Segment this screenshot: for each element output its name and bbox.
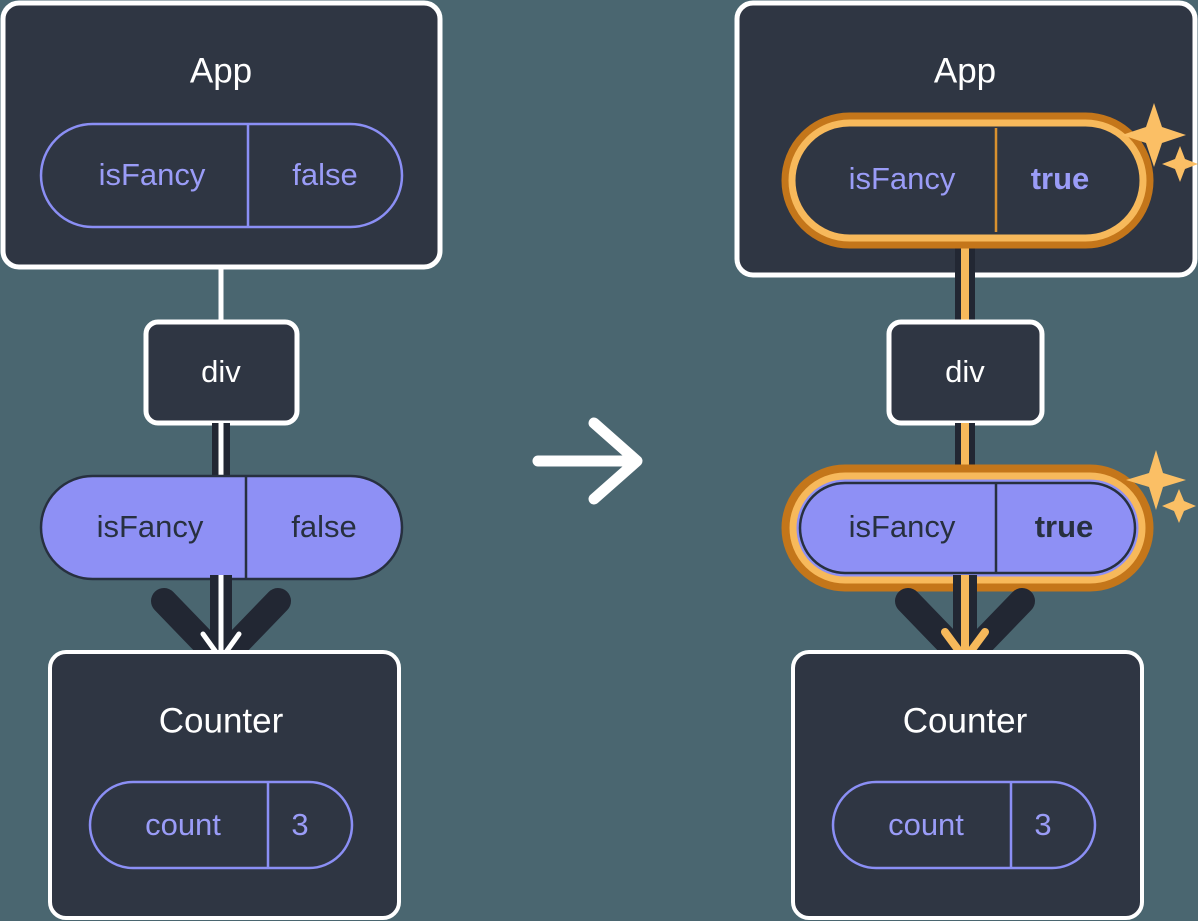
counter-state-pill-value-before: 3 — [291, 807, 308, 842]
counter-title-before: Counter — [159, 701, 284, 740]
app-state-pill-value-after: true — [1031, 161, 1090, 196]
counter-state-pill-shape-after — [831, 780, 1097, 870]
div-title-after: div — [945, 354, 985, 389]
app-state-pill-shape-before — [39, 122, 404, 229]
app-state-pill-after: isFancy true — [781, 112, 1154, 249]
prop-pill-after: isFancy true — [781, 464, 1154, 592]
app-state-pill-key-before: isFancy — [99, 157, 206, 192]
prop-pill-key-after: isFancy — [849, 509, 956, 544]
app-title-before: App — [190, 51, 252, 90]
prop-pill-value-after: true — [1035, 509, 1094, 544]
counter-state-pill-key-after: count — [888, 807, 964, 842]
div-title-before: div — [201, 354, 241, 389]
app-state-pill-before: isFancy false — [39, 122, 404, 229]
app-state-pill-key-after: isFancy — [849, 161, 956, 196]
panel-after: App isFancy true div — [734, 0, 1198, 920]
counter-box-after — [791, 650, 1144, 920]
prop-pill-shape-after — [798, 481, 1137, 575]
counter-box-before — [48, 650, 401, 920]
transition-arrow — [532, 417, 643, 505]
sparkle-icon-app-small — [1162, 146, 1198, 182]
counter-state-pill-key-before: count — [145, 807, 221, 842]
counter-state-pill-before: count 3 — [88, 780, 354, 870]
sparkle-icon-app-large — [1122, 103, 1186, 167]
arrow-right-icon-head — [588, 417, 643, 505]
prop-pill-before: isFancy false — [39, 474, 404, 581]
app-state-pill-value-before: false — [292, 157, 357, 192]
app-box-before — [0, 0, 443, 270]
app-state-pill-highlight-inner-after — [788, 119, 1147, 242]
panel-before: App isFancy false div isFancy false — [0, 0, 443, 920]
counter-state-pill-value-after: 3 — [1034, 807, 1051, 842]
counter-title-after: Counter — [903, 701, 1028, 740]
prop-pill-key-before: isFancy — [97, 509, 204, 544]
sparkle-icon-prop-small — [1162, 489, 1196, 523]
sparkle-icon-prop — [1126, 450, 1196, 523]
counter-state-pill-shape-before — [88, 780, 354, 870]
counter-state-pill-after: count 3 — [831, 780, 1097, 870]
prop-pill-value-before: false — [291, 509, 356, 544]
sparkle-icon-app — [1122, 103, 1198, 182]
sparkle-icon-prop-large — [1126, 450, 1186, 510]
app-title-after: App — [934, 51, 996, 90]
